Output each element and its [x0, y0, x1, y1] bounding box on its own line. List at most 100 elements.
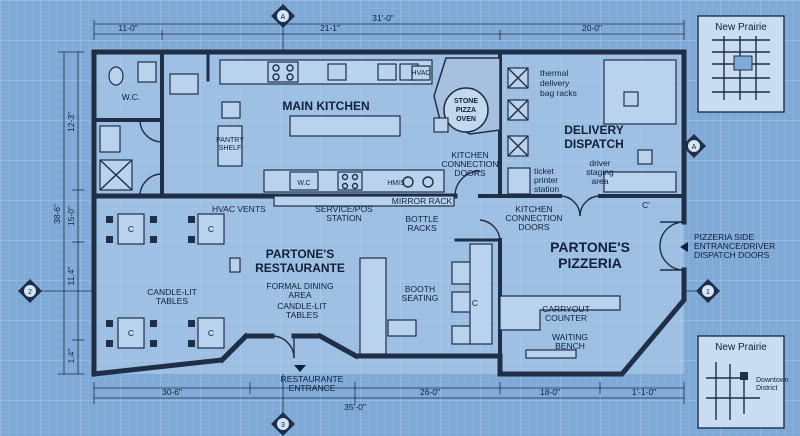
dim-top-total: 31'-0"	[372, 13, 394, 23]
svg-text:A: A	[692, 144, 697, 151]
hmis-label: HMIS	[387, 180, 405, 187]
driver-label-1: driver	[589, 158, 610, 168]
kconn-mid-2: CONNECTION	[505, 213, 562, 223]
side-entrance-3: DISPATCH DOORS	[694, 250, 770, 260]
inset-bottom-title: New Prairie	[715, 342, 767, 353]
thermal-label-3: bag racks	[540, 88, 577, 98]
candle-center-2: TABLES	[286, 310, 318, 320]
formal-label-2: AREA	[288, 290, 311, 300]
wc-kitchen-label: W.C	[297, 180, 310, 187]
booth-seating-fixtures	[451, 243, 493, 345]
candle-left-1: CANDLE-LIT	[147, 287, 197, 297]
candle-center-1: CANDLE-LIT	[277, 301, 327, 311]
inset-map-bottom: New Prairie Downtown District	[697, 335, 789, 429]
dim-top-mid: 21-1"	[320, 23, 340, 33]
pizzeria-label-1: PARTONE'S	[550, 239, 630, 255]
side-entrance-arrow-icon	[680, 242, 688, 252]
dining-tables	[106, 213, 225, 349]
oven-label-2: PIZZA	[456, 107, 476, 114]
entrance-label-1: RESTAURANTE	[281, 374, 344, 384]
ticket-label-2: printer	[534, 175, 558, 185]
dim-bottom-d: 1'-1-0"	[632, 387, 656, 397]
dim-left-total: 38-6"	[52, 204, 62, 224]
delivery-label-2: DISPATCH	[564, 137, 624, 151]
waiting-label-1: WAITING	[552, 332, 588, 342]
dim-bottom-total: 35'-0"	[344, 402, 366, 412]
kconn-mid-3: DOORS	[518, 222, 550, 232]
wc-door	[139, 173, 163, 197]
table-mark-1: C	[128, 224, 134, 234]
waiting-label-2: BENCH	[555, 341, 585, 351]
svg-text:A: A	[281, 14, 286, 21]
kconn-top-3: DOORS	[454, 168, 486, 178]
formal-label-1: FORMAL DINING	[266, 281, 333, 291]
dim-left-bottom: 1.4"	[66, 349, 76, 364]
dimension-labels: 31'-0" 11-0" 21-1" 20-0" 38-6" 12-3" 15-…	[52, 13, 656, 412]
mirror-rack-label: MIRROR RACK	[392, 196, 453, 206]
booth-label-2: SEATING	[402, 293, 439, 303]
table-mark-3: C	[128, 328, 134, 338]
table-mark-2: C	[208, 224, 214, 234]
candle-table-small	[229, 257, 241, 273]
waiting-bench-fixture	[525, 349, 577, 359]
grid-marker-top: A	[271, 4, 295, 28]
pizzeria-side-doors	[659, 221, 685, 271]
dispatch-fixtures	[507, 59, 677, 195]
grid-marker-right-upper: A	[682, 134, 706, 158]
inset-top-title: New Prairie	[715, 22, 767, 33]
side-entrance-2: ENTRANCE/DRIVER	[694, 241, 775, 251]
service-label-1: SERVICE/POS	[315, 204, 373, 214]
svg-text:3: 3	[281, 422, 285, 429]
restroom-fixtures	[99, 61, 157, 191]
dim-left-top: 12-3"	[66, 112, 76, 132]
carryout-label-2: COUNTER	[545, 313, 587, 323]
entrance-label-2: ENTRANCE	[289, 383, 336, 393]
dim-bottom-c: 18-0"	[540, 387, 560, 397]
grid-marker-right: 1	[696, 279, 720, 303]
service-bar	[273, 195, 455, 355]
dim-left-low: 11.4"	[66, 267, 76, 286]
bottle-label-2: RACKS	[407, 223, 437, 233]
side-entrance-1: PIZZERIA SIDE	[694, 232, 754, 242]
district-label-2: District	[756, 385, 777, 392]
dim-left-mid: 15-0"	[66, 206, 76, 226]
dim-top-left: 11-0"	[118, 23, 137, 33]
wc-top-label: W.C.	[122, 92, 140, 102]
svg-text:1: 1	[706, 289, 710, 296]
hvac-small-label: HVAC	[412, 70, 431, 77]
main-kitchen-label: MAIN KITCHEN	[282, 99, 369, 113]
bottle-label-1: BOTTLE	[405, 214, 438, 224]
ticket-label-3: station	[534, 184, 559, 194]
driver-label-3: area	[591, 176, 608, 186]
grid-marker-bottom: 3	[271, 412, 295, 436]
restaurante-label-2: RESTAURANTE	[255, 261, 345, 275]
table-mark-5: C	[472, 298, 478, 308]
dim-bottom-a: 30-6"	[162, 387, 182, 397]
carryout-label-1: CARRYOUT	[542, 304, 590, 314]
restaurante-entrance-bay	[218, 333, 360, 364]
grid-marker-left: 2	[18, 279, 42, 303]
entrance-arrow-icon	[294, 365, 306, 372]
kconn-mid-1: KITCHEN	[515, 204, 552, 214]
ticket-label-1: ticket	[534, 166, 554, 176]
pantry-label-2: SHELF	[219, 145, 242, 152]
pizzeria-label-2: PIZZERIA	[558, 255, 622, 271]
table-mark-4: C	[208, 328, 214, 338]
inset-map-top: New Prairie	[697, 15, 785, 113]
kitchen-fixtures	[169, 59, 445, 193]
dim-bottom-b: 26-0"	[420, 387, 440, 397]
stone-pizza-oven	[433, 57, 501, 135]
delivery-label-1: DELIVERY	[564, 123, 624, 137]
restaurante-label-1: PARTONE'S	[266, 247, 334, 261]
candle-left-2: TABLES	[156, 296, 188, 306]
service-label-2: STATION	[326, 213, 362, 223]
kconn-top-1: KITCHEN	[451, 150, 488, 160]
kitchen-connection-doors	[454, 170, 601, 241]
pantry-label-1: PANTRY	[216, 137, 244, 144]
table-mark-6: C'	[642, 200, 650, 210]
thermal-label-1: thermal	[540, 68, 568, 78]
driver-label-2: staging	[586, 167, 614, 177]
thermal-label-2: delivery	[540, 78, 570, 88]
svg-text:2: 2	[28, 289, 32, 296]
